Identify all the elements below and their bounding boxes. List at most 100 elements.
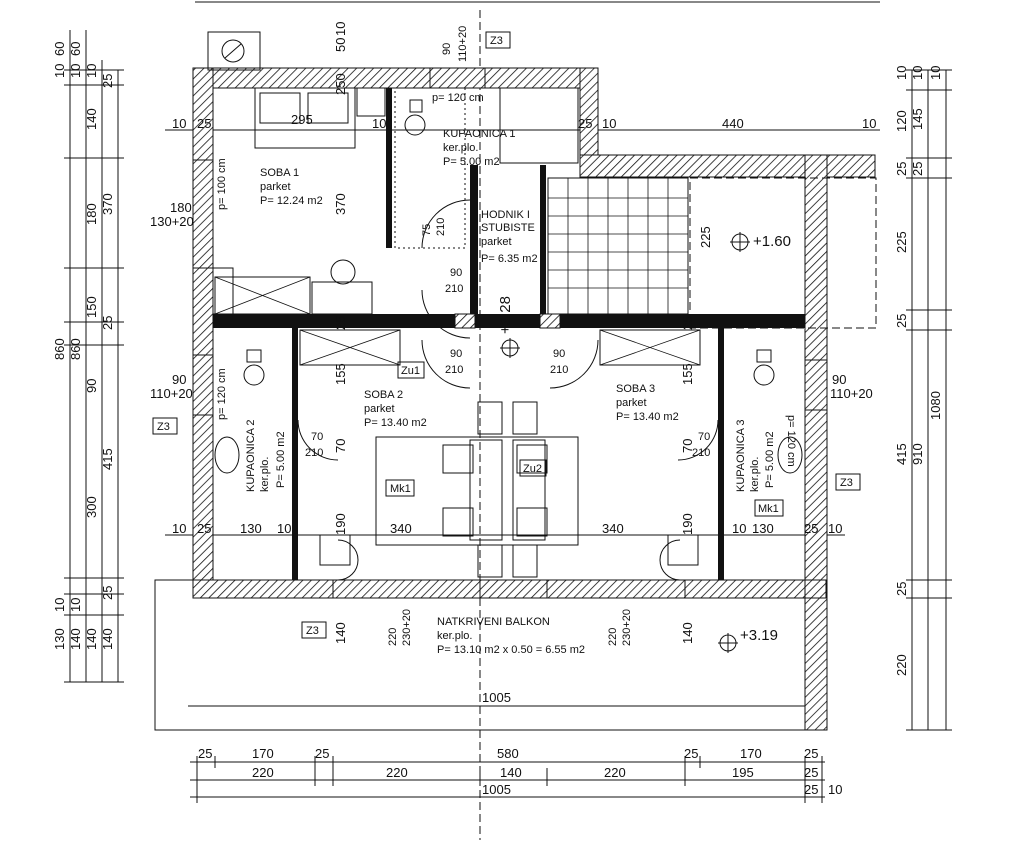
soba1-floor: parket bbox=[260, 181, 291, 193]
dim-b1-4: 25 bbox=[684, 746, 698, 761]
door-soba3-h: 210 bbox=[550, 364, 568, 376]
dim-right-0: 10 bbox=[894, 66, 909, 80]
dim-left-5: 25 bbox=[100, 74, 115, 88]
dim-left-21b: 140 bbox=[100, 628, 115, 650]
tag-boxes bbox=[152, 31, 861, 639]
soba3-name: SOBA 3 bbox=[616, 383, 655, 395]
soba1-window: p= 100 cm bbox=[216, 158, 228, 210]
dim-right-12: 25 bbox=[894, 582, 909, 596]
door-hodnik-w: 90 bbox=[450, 267, 462, 279]
dim-right-11: 1080 bbox=[928, 391, 943, 420]
kupaonica1-window: p= 120 cm bbox=[432, 92, 484, 104]
balkon-area: P= 13.10 m2 x 0.50 = 6.55 m2 bbox=[437, 644, 585, 656]
dim-b2-4: 195 bbox=[732, 765, 754, 780]
dim-inner-11: 140 bbox=[680, 622, 695, 644]
dim-right-2: 10 bbox=[928, 66, 943, 80]
dim-b1-1: 170 bbox=[252, 746, 274, 761]
dim-right-1: 10 bbox=[910, 66, 925, 80]
dim-b3-2: 10 bbox=[828, 782, 842, 797]
dim-left-6: 140 bbox=[84, 108, 99, 130]
door-soba2-h: 210 bbox=[445, 364, 463, 376]
dim-b1-6: 25 bbox=[804, 746, 818, 761]
dim-b1-2: 25 bbox=[315, 746, 329, 761]
dimension-lines bbox=[64, 1, 952, 840]
kupaonica3-window: p= 120 cm bbox=[785, 415, 797, 467]
dim-mid-5: 340 bbox=[602, 521, 624, 536]
dim-left-18: 10 bbox=[68, 598, 83, 612]
dim-inner-5: 70 bbox=[333, 439, 348, 453]
dim-left-15: 300 bbox=[84, 496, 99, 518]
soba3-floor: parket bbox=[616, 397, 647, 409]
dim-right-3: 120 bbox=[894, 110, 909, 132]
dim-left-16: 25 bbox=[100, 586, 115, 600]
dim-left-0: 10 bbox=[52, 64, 67, 78]
soba2-area: P= 13.40 m2 bbox=[364, 417, 427, 429]
dim-top-0: 10 bbox=[172, 116, 186, 131]
kupaonica2-window: p= 120 cm bbox=[216, 368, 228, 420]
kupaonica1-floor: ker.plo. bbox=[443, 142, 478, 154]
dim-inner-1: 50 bbox=[333, 38, 348, 52]
dim-mid-7: 130 bbox=[752, 521, 774, 536]
dim-left-17: 10 bbox=[52, 598, 67, 612]
hodnik-floor: parket bbox=[481, 236, 512, 248]
tag-zu2: Zu2 bbox=[523, 463, 542, 475]
dim-inner-6: 190 bbox=[680, 513, 695, 535]
dim-top-2: 295 bbox=[291, 112, 313, 127]
dim-mid-6: 10 bbox=[732, 521, 746, 536]
balkon-name: NATKRIVENI BALKON bbox=[437, 616, 550, 628]
door-kup3-w: 70 bbox=[698, 431, 710, 443]
kupaonica1-name: KUPAONICA 1 bbox=[443, 128, 516, 140]
door-soba3-w: 90 bbox=[553, 348, 565, 360]
dim-left-2: 10 bbox=[68, 64, 83, 78]
dim-b2-5: 25 bbox=[804, 765, 818, 780]
hodnik-name1: HODNIK I bbox=[481, 209, 530, 221]
soba1-area: P= 12.24 m2 bbox=[260, 195, 323, 207]
dim-left-1: 60 bbox=[52, 42, 67, 56]
dim-win-left2-h: 110+20 bbox=[150, 386, 193, 401]
kupaonica1-area: P= 5.00 m2 bbox=[443, 156, 500, 168]
dim-inner-12: 25 bbox=[680, 316, 695, 330]
dim-right-4: 145 bbox=[910, 108, 925, 130]
dim-win-left-h: 130+20 bbox=[150, 214, 194, 229]
dim-left-20: 140 bbox=[68, 628, 83, 650]
dim-left-8: 180 bbox=[84, 203, 99, 225]
dim-b3-1: 25 bbox=[804, 782, 818, 797]
dim-inner-4: 155 bbox=[333, 363, 348, 385]
dim-top-6: 10 bbox=[602, 116, 616, 131]
dim-top-9: 10 bbox=[862, 116, 876, 131]
dim-mid-2: 130 bbox=[240, 521, 262, 536]
dim-win-right-w: 90 bbox=[832, 372, 846, 387]
dim-balc-win-h: 230+20 bbox=[401, 609, 413, 646]
dim-inner-7: 155 bbox=[680, 363, 695, 385]
kupaonica2-name: KUPAONICA 2 bbox=[245, 419, 257, 492]
soba2-name: SOBA 2 bbox=[364, 389, 403, 401]
dim-b2-1: 220 bbox=[386, 765, 408, 780]
dim-left-14: 415 bbox=[100, 448, 115, 470]
soba2-floor: parket bbox=[364, 403, 395, 415]
kupaonica2-floor: ker.plo. bbox=[259, 457, 271, 492]
dim-inner-2: 10 bbox=[333, 22, 348, 36]
door-hodnik-h: 210 bbox=[445, 283, 463, 295]
dim-right-5: 25 bbox=[894, 162, 909, 176]
soba3-area: P= 13.40 m2 bbox=[616, 411, 679, 423]
dim-b1-0: 25 bbox=[198, 746, 212, 761]
dim-b1-3: 580 bbox=[497, 746, 519, 761]
dim-win-left2-w: 90 bbox=[172, 372, 186, 387]
soba1-name: SOBA 1 bbox=[260, 167, 299, 179]
tag-zu1: Zu1 bbox=[401, 365, 420, 377]
dim-b3-0: 1005 bbox=[482, 782, 511, 797]
dim-win-top-h: 110+20 bbox=[457, 26, 469, 62]
kupaonica3-floor: ker.plo. bbox=[749, 457, 761, 492]
tag-mk1-left: Mk1 bbox=[390, 483, 411, 495]
dim-left-10: 860 bbox=[68, 338, 83, 360]
door-soba2-w: 90 bbox=[450, 348, 462, 360]
dim-win-top-w: 90 bbox=[441, 43, 453, 55]
dim-win-right-h: 110+20 bbox=[830, 386, 873, 401]
level-markers bbox=[500, 232, 750, 653]
dim-inner-9: 25 bbox=[333, 316, 348, 330]
door-kup1-w: 75 bbox=[421, 224, 433, 236]
dim-balc-win2-h: 230+20 bbox=[621, 609, 633, 646]
door-kup2-w: 70 bbox=[311, 431, 323, 443]
dim-left-12: 25 bbox=[100, 316, 115, 330]
